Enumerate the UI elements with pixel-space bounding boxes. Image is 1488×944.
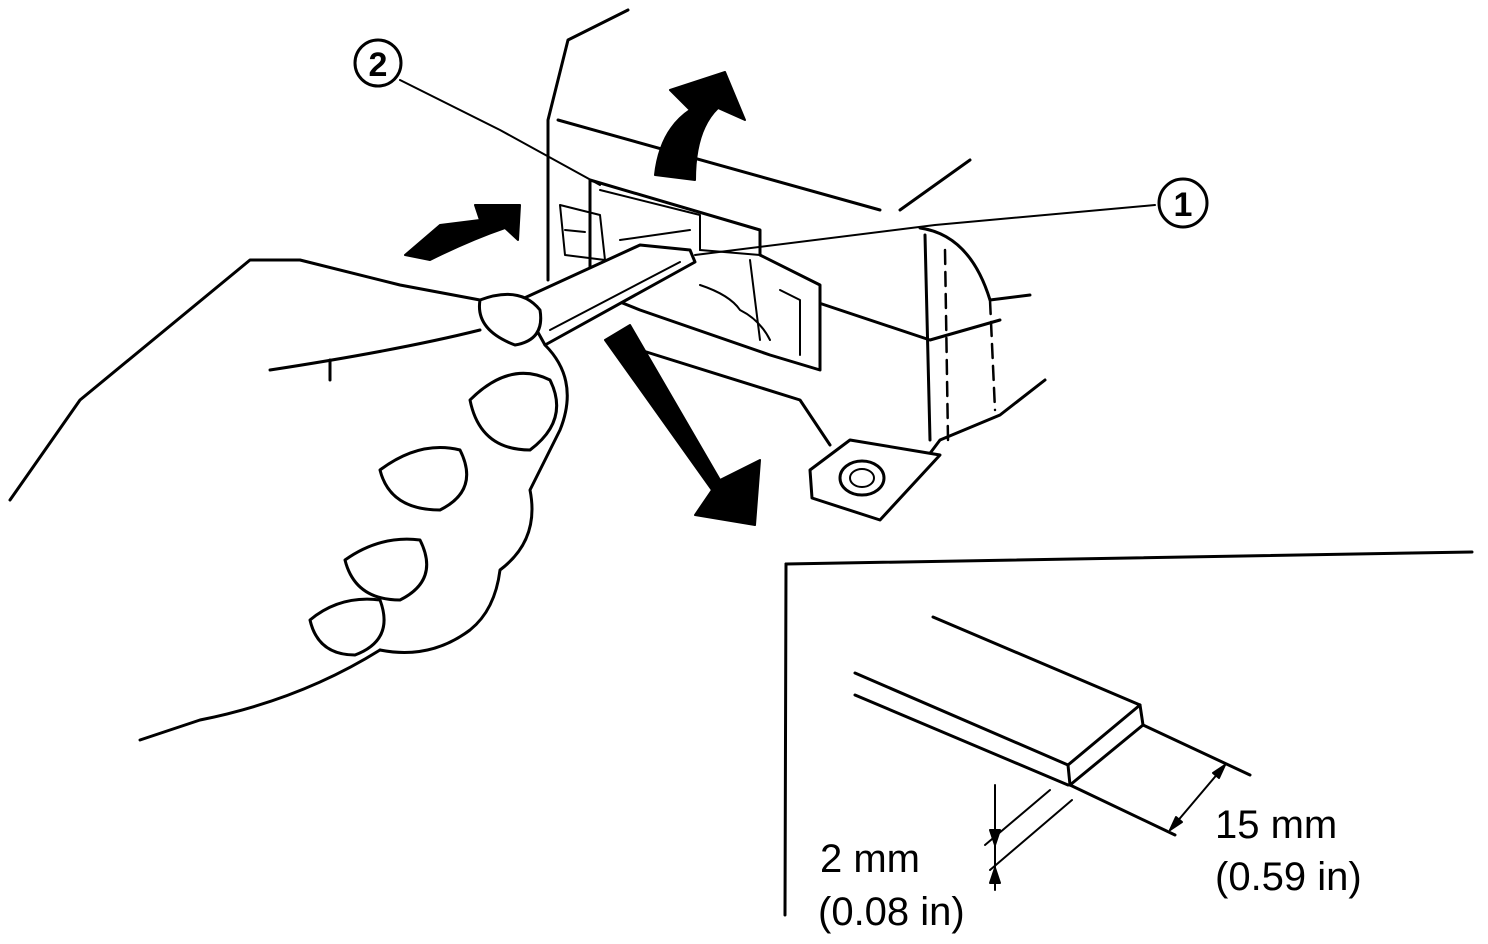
callout-1-label: 1	[1174, 186, 1193, 224]
thickness-in-label: (0.08 in)	[818, 890, 965, 934]
flat-tool	[518, 243, 697, 347]
callout-2-label: 2	[369, 46, 388, 84]
connector	[559, 178, 822, 372]
inset-tool-detail: 2 mm (0.08 in) 15 mm (0.59 in)	[783, 550, 1474, 934]
leader-line-1	[694, 204, 1156, 256]
curved-arrow-up-icon	[654, 71, 746, 181]
callout-1: 1	[1157, 177, 1209, 229]
thickness-mm-label: 2 mm	[820, 837, 920, 881]
arrow-down-right-icon	[604, 324, 761, 526]
leader-line-2	[399, 79, 601, 186]
arrow-push-icon	[404, 204, 521, 261]
mounting-bracket	[808, 438, 942, 522]
control-unit-housing	[546, 8, 1047, 462]
width-mm-label: 15 mm	[1215, 803, 1337, 847]
width-in-label: (0.59 in)	[1215, 855, 1362, 899]
callout-2: 2	[353, 38, 403, 88]
hand	[8, 258, 569, 742]
